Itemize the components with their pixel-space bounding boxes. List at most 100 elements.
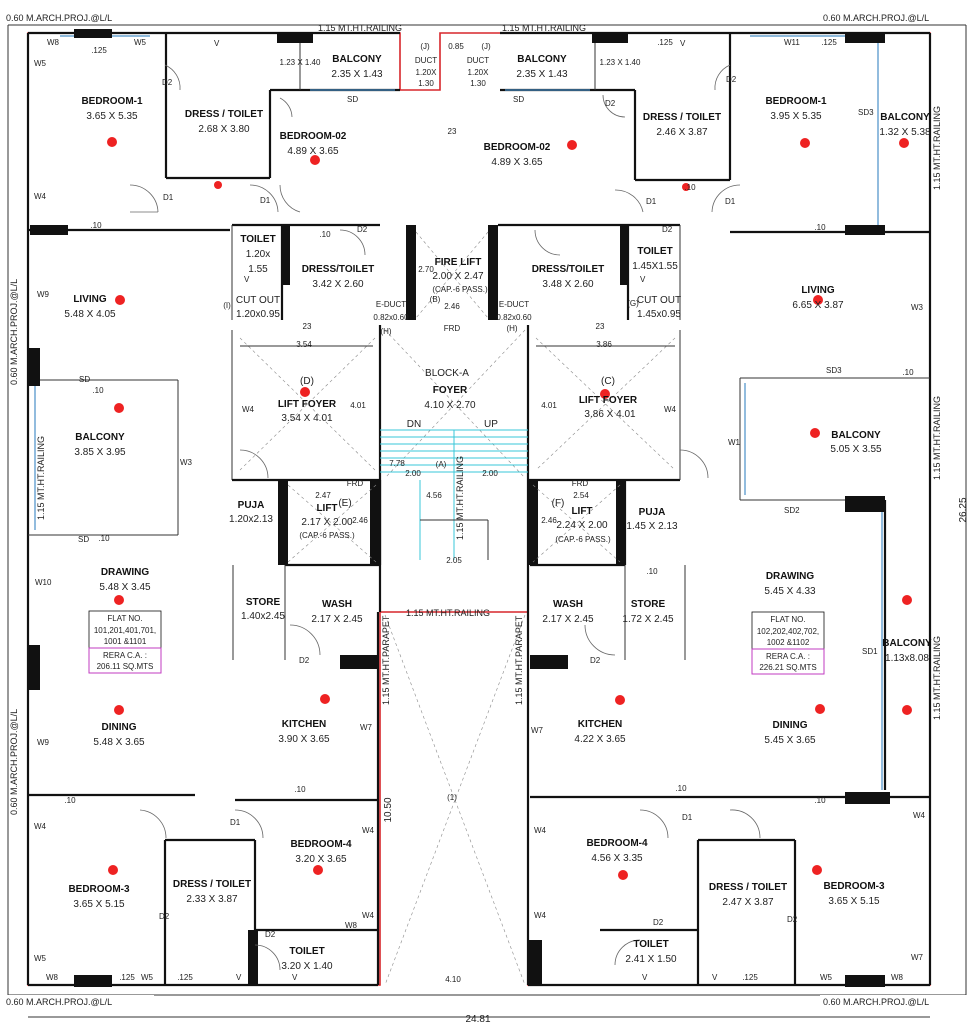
mark: D2: [159, 912, 170, 921]
dim: .10: [319, 230, 331, 239]
room-dim: 1.32 X 5.38: [879, 127, 931, 138]
flat-info-right: FLAT NO. 102,202,402,702, 1002 &1102 RER…: [751, 611, 825, 675]
room-dim: 3.54 X 4.01: [281, 413, 333, 424]
educt-label: E-DUCT: [499, 300, 529, 309]
mark: SD2: [784, 506, 800, 515]
educt-dim: 0.82x0.60: [373, 313, 409, 322]
room-dim: 2.35 X 1.43: [516, 69, 568, 80]
room-note: (CAP.-6 PASS.): [555, 535, 611, 544]
room-dim: 4.89 X 3.65: [287, 146, 339, 157]
mark: W4: [242, 405, 255, 414]
room-dim: 3.42 X 2.60: [312, 279, 364, 290]
room-label: DRAWING: [101, 567, 150, 578]
mark: W7: [531, 726, 544, 735]
dim: 2.00: [482, 469, 498, 478]
staircase: [380, 429, 528, 560]
mark: W9: [37, 738, 50, 747]
dim: .125: [177, 973, 193, 982]
dim: 7.78: [389, 459, 405, 468]
proj-label: 0.60 M.ARCH.PROJ.@L/L: [9, 279, 19, 385]
dim: 1.23 X 1.40: [280, 58, 321, 67]
dim: 2.05: [446, 556, 462, 565]
duct-tag: (J): [481, 42, 491, 51]
flat-numbers: 1002 &1102: [767, 638, 810, 647]
mark: D2: [265, 930, 276, 939]
room-label: LIVING: [73, 294, 107, 305]
room-dim: 1.45X1.55: [632, 261, 678, 272]
mark: V: [244, 275, 250, 284]
mark: SD3: [858, 108, 874, 117]
ceiling-lights: [107, 137, 912, 880]
mark: D2: [787, 915, 798, 924]
dim: 4.01: [541, 401, 557, 410]
mark: V: [236, 973, 242, 982]
room-label: BALCONY: [75, 432, 125, 443]
mark: V: [680, 39, 686, 48]
dimensions: 3.54 3.86 4.01 4.01 7.78 2.00 2.00 4.56 …: [64, 38, 914, 982]
room-label: TOILET: [637, 246, 672, 257]
room-label: BEDROOM-3: [68, 884, 130, 895]
dim: .10: [814, 223, 826, 232]
room-label: TOILET: [240, 234, 275, 245]
room-label: KITCHEN: [282, 719, 326, 730]
flat-info-left: FLAT NO. 101,201,401,701, 1001 &1101 RER…: [88, 610, 162, 674]
room-tag: (E): [338, 498, 351, 509]
doors: [129, 64, 761, 971]
room-label: LIFT FOYER: [579, 395, 638, 406]
room-dim: 5.45 X 4.33: [764, 586, 816, 597]
room-dim: 3.20 X 3.65: [295, 854, 347, 865]
room-dim: 5.05 X 3.55: [830, 444, 882, 455]
room-tag: (F): [552, 498, 565, 509]
mark: W8: [47, 38, 60, 47]
room-label: TOILET: [633, 939, 668, 950]
rera-area: 206.11 SQ.MTS: [97, 662, 154, 671]
overall-height: 26.25: [958, 497, 969, 522]
mark: V: [640, 275, 646, 284]
dim: .125: [742, 973, 758, 982]
duct-dim: 1.20X: [468, 68, 490, 77]
room-dim: 3.65 X 5.15: [73, 899, 125, 910]
dim: 1.23 X 1.40: [600, 58, 641, 67]
overall-dims: 24.81 26.25 10.50 4.10 (1): [28, 497, 969, 1024]
room-label: DINING: [773, 720, 808, 731]
mark: V: [214, 39, 220, 48]
dim: 2.46: [352, 516, 368, 525]
mark: D2: [605, 99, 616, 108]
outer-boundary: [7, 24, 967, 996]
room-label: BEDROOM-02: [280, 131, 347, 142]
dim: 4.56: [426, 491, 442, 500]
room-label: PUJA: [639, 507, 666, 518]
room-note: (CAP.-6 PASS.): [299, 531, 355, 540]
room-dim: 1.13x8.08: [885, 653, 929, 664]
mark: W8: [891, 973, 904, 982]
room-dim: 1.45 X 2.13: [626, 521, 678, 532]
room-label: BALCONY: [831, 430, 881, 441]
mark: SD1: [862, 647, 878, 656]
room-label: BEDROOM-4: [586, 838, 648, 849]
room-label: TOILET: [289, 946, 324, 957]
tag-g: (G): [627, 299, 639, 308]
mark: D2: [590, 656, 601, 665]
rera-area: 226.21 SQ.MTS: [759, 663, 816, 672]
room-dim: 3.95 X 5.35: [770, 111, 822, 122]
dim: .10: [64, 796, 76, 805]
projection-labels: 0.60 M.ARCH.PROJ.@L/L 0.60 M.ARCH.PROJ.@…: [4, 10, 970, 1009]
service-labels: (J) DUCT 1.20X 1.30 0.85 (J) DUCT 1.20X …: [223, 42, 639, 488]
room-dim: 4.56 X 3.35: [591, 853, 643, 864]
mark: D2: [726, 75, 737, 84]
mark: SD: [513, 95, 524, 104]
mark: W4: [664, 405, 677, 414]
overall-width: 24.81: [465, 1014, 490, 1024]
mark: W5: [820, 973, 833, 982]
mark: W1: [728, 438, 741, 447]
mark: W5: [34, 954, 47, 963]
dim: .125: [821, 38, 837, 47]
room-dim: 5.45 X 3.65: [764, 735, 816, 746]
room-tag: (C): [601, 376, 615, 387]
room-dim: 2.33 X 3.87: [186, 894, 238, 905]
void-width: 4.10: [445, 975, 461, 984]
room-label: BALCONY: [880, 112, 930, 123]
room-dim: 4.22 X 3.65: [574, 734, 626, 745]
dim: .10: [90, 221, 102, 230]
